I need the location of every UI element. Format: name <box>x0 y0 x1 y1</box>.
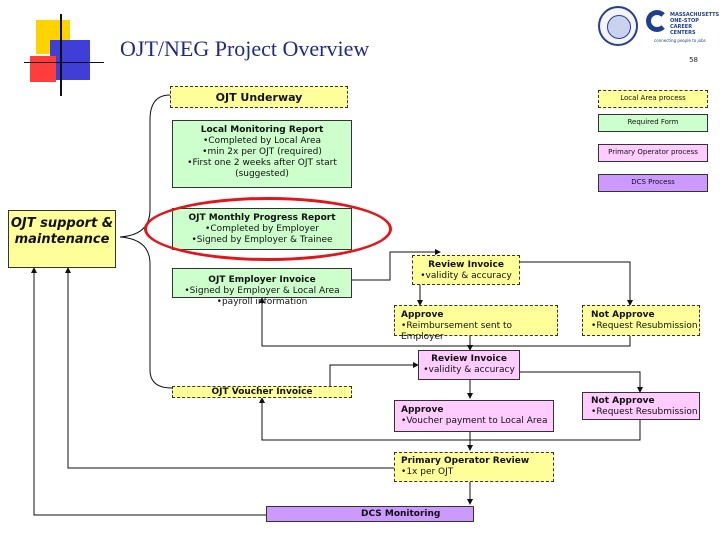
review-invoice-2-title: Review Invoice <box>431 354 507 364</box>
dcs-monitoring-box: DCS Monitoring <box>266 506 474 522</box>
not-approve-1-title: Not Approve <box>591 310 655 320</box>
page-number: 58 <box>689 56 698 64</box>
voucher-invoice-box: OJT Voucher Invoice <box>172 386 352 398</box>
highlight-oval <box>144 197 392 261</box>
review-invoice-1-box: Review Invoice validity & accuracy <box>412 255 520 285</box>
state-seal-logo <box>598 6 638 46</box>
career-center-logo <box>646 10 668 32</box>
approve-1-box: Approve Reimbursement sent to Employer <box>394 305 558 342</box>
primary-operator-review-title: Primary Operator Review <box>401 456 530 466</box>
approve-1-title: Approve <box>401 310 444 320</box>
approve-1-bullet-1: Reimbursement sent to Employer <box>401 321 557 343</box>
voucher-invoice-label: OJT Voucher Invoice <box>211 387 313 397</box>
not-approve-1-box: Not Approve Request Resubmission <box>582 305 700 336</box>
legend-primary-operator-process: Primary Operator process <box>598 144 708 162</box>
not-approve-2-title: Not Approve <box>591 396 655 406</box>
approve-2-title: Approve <box>401 405 444 415</box>
review-invoice-1-title: Review Invoice <box>428 260 504 270</box>
deco-vertical-line <box>60 14 62 96</box>
not-approve-2-box: Not Approve Request Resubmission <box>582 392 700 420</box>
review-invoice-2-box: Review Invoice validity & accuracy <box>418 350 520 380</box>
legend-required-form: Required Form <box>598 114 708 132</box>
not-approve-2-bullet-1: Request Resubmission <box>591 407 699 418</box>
employer-invoice-bullet-1: Signed by Employer & Local Area <box>173 286 351 297</box>
career-center-logo-text: MASSACHUSETTS ONE-STOP CAREER CENTERS <box>670 12 720 36</box>
approve-2-bullet-1: Voucher payment to Local Area <box>401 416 553 427</box>
deco-square-blue <box>50 40 90 80</box>
ojt-underway-box: OJT Underway <box>170 86 348 108</box>
employer-invoice-box: OJT Employer Invoice Signed by Employer … <box>172 268 352 307</box>
ojt-underway-label: OJT Underway <box>215 91 303 104</box>
primary-operator-review-bullet-1: 1x per OJT <box>401 467 553 478</box>
ojt-support-maintenance-box: OJT support & maintenance <box>8 210 116 268</box>
legend-dcs-process: DCS Process <box>598 174 708 192</box>
legend-dcs-label: DCS Process <box>631 178 675 186</box>
page-title: OJT/NEG Project Overview <box>120 36 370 61</box>
legend-primary-operator-label: Primary Operator process <box>608 148 698 156</box>
dcs-monitoring-label: DCS Monitoring <box>361 509 441 519</box>
deco-square-red <box>30 56 56 82</box>
local-monitoring-title: Local Monitoring Report <box>200 125 324 135</box>
not-approve-1-bullet-1: Request Resubmission <box>591 321 699 332</box>
local-monitoring-bullet-3: First one 2 weeks after OJT start (sugge… <box>173 158 351 180</box>
deco-horizontal-line <box>24 62 104 63</box>
employer-invoice-title: OJT Employer Invoice <box>208 275 316 285</box>
review-invoice-2-bullet-1: validity & accuracy <box>419 365 519 376</box>
local-monitoring-bullet-1: Completed by Local Area <box>173 136 351 147</box>
local-monitoring-bullet-2: min 2x per OJT (required) <box>173 147 351 158</box>
ojt-support-label: OJT support & maintenance <box>10 216 114 247</box>
career-center-tagline: connecting people to jobs <box>654 38 706 43</box>
local-monitoring-report-box: Local Monitoring Report Completed by Loc… <box>172 120 352 188</box>
review-invoice-1-bullet-1: validity & accuracy <box>413 271 519 282</box>
primary-operator-review-box: Primary Operator Review 1x per OJT <box>394 452 554 482</box>
legend-local-area-label: Local Area process <box>620 94 686 102</box>
legend-local-area-process: Local Area process <box>598 90 708 108</box>
approve-2-box: Approve Voucher payment to Local Area <box>394 400 554 432</box>
legend-required-form-label: Required Form <box>627 118 679 126</box>
employer-invoice-bullet-2: payroll information <box>173 297 351 308</box>
